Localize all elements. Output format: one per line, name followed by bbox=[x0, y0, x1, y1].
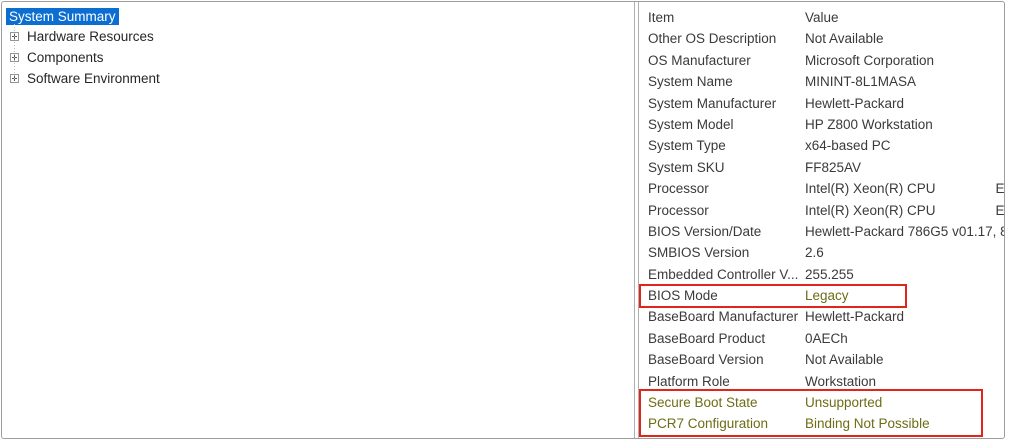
detail-value-cell: Workstation bbox=[805, 373, 877, 389]
detail-item-cell: BaseBoard Product bbox=[648, 330, 766, 346]
category-tree: System Summary Hardware Resources Compon… bbox=[2, 6, 634, 88]
detail-value-cell: Not Available bbox=[805, 31, 884, 47]
tree-item-label: Components bbox=[27, 49, 104, 65]
detail-row[interactable]: SMBIOS Version 2.6 bbox=[639, 242, 1004, 263]
detail-value-cell: 255.255 bbox=[805, 266, 854, 282]
details-rows: Other OS Description Not Available OS Ma… bbox=[639, 28, 1004, 434]
detail-row[interactable]: Embedded Controller V... 255.255 bbox=[639, 264, 1004, 285]
detail-value-cell: MININT-8L1MASA bbox=[805, 74, 917, 90]
detail-item-cell: System Model bbox=[648, 116, 734, 132]
detail-row[interactable]: Secure Boot State Unsupported bbox=[639, 392, 1004, 413]
detail-value-cell: Hewlett-Packard 786G5 v01.17, 8/ bbox=[805, 223, 1004, 239]
detail-value-cell: Not Available bbox=[805, 352, 884, 368]
detail-item-cell: Embedded Controller V... bbox=[648, 266, 799, 282]
detail-value-cell: HP Z800 Workstation bbox=[805, 116, 933, 132]
details-header-row: Item Value bbox=[639, 7, 1004, 28]
tree-item[interactable]: Software Environment bbox=[2, 68, 634, 89]
detail-row[interactable]: BaseBoard Version Not Available bbox=[639, 349, 1004, 370]
column-header-value[interactable]: Value bbox=[805, 10, 839, 25]
detail-value-cell: 2.6 bbox=[805, 245, 824, 261]
detail-value-cell: 0AECh bbox=[805, 330, 848, 346]
detail-item-cell: Other OS Description bbox=[648, 31, 777, 47]
detail-value-cell: FF825AV bbox=[805, 159, 862, 175]
detail-row[interactable]: System Type x64-based PC bbox=[639, 135, 1004, 156]
detail-row[interactable]: System Model HP Z800 Workstation bbox=[639, 114, 1004, 135]
detail-item-cell: System Name bbox=[648, 74, 733, 90]
detail-row[interactable]: Processor Intel(R) Xeon(R) CPU E5506 bbox=[639, 178, 1004, 199]
detail-row[interactable]: Platform Role Workstation bbox=[639, 371, 1004, 392]
detail-row[interactable]: System Name MININT-8L1MASA bbox=[639, 71, 1004, 92]
detail-row[interactable]: Other OS Description Not Available bbox=[639, 28, 1004, 49]
detail-value-cell: Hewlett-Packard bbox=[805, 95, 905, 111]
detail-item-cell: BaseBoard Manufacturer bbox=[648, 309, 799, 325]
category-tree-panel: System Summary Hardware Resources Compon… bbox=[2, 2, 635, 438]
tree-item[interactable]: Hardware Resources bbox=[2, 27, 634, 48]
detail-item-cell: Processor bbox=[648, 202, 709, 218]
details-panel: Item Value Other OS Description Not Avai… bbox=[638, 2, 1004, 438]
detail-value-cell: Intel(R) Xeon(R) CPU E5506 bbox=[805, 202, 1004, 218]
detail-value-cell: Microsoft Corporation bbox=[805, 52, 935, 68]
detail-value-cell: Hewlett-Packard bbox=[805, 309, 905, 325]
tree-item-label: System Summary bbox=[6, 7, 119, 25]
detail-item-cell: BIOS Mode bbox=[648, 288, 718, 304]
detail-row[interactable]: Processor Intel(R) Xeon(R) CPU E5506 bbox=[639, 200, 1004, 221]
tree-item-label: Software Environment bbox=[27, 70, 160, 86]
detail-value-cell: Binding Not Possible bbox=[805, 416, 930, 432]
detail-item-cell: Processor bbox=[648, 181, 709, 197]
detail-value-cell: Legacy bbox=[805, 288, 849, 304]
tree-connector-line bbox=[14, 24, 15, 80]
detail-value-cell: Unsupported bbox=[805, 395, 883, 411]
detail-row[interactable]: BIOS Mode Legacy bbox=[639, 285, 1004, 306]
detail-item-cell: System SKU bbox=[648, 159, 725, 175]
tree-item[interactable]: System Summary bbox=[2, 6, 634, 27]
detail-item-cell: Platform Role bbox=[648, 373, 730, 389]
detail-item-cell: System Manufacturer bbox=[648, 95, 777, 111]
detail-item-cell: PCR7 Configuration bbox=[648, 416, 769, 432]
detail-item-cell: BaseBoard Version bbox=[648, 352, 764, 368]
detail-value-cell: x64-based PC bbox=[805, 138, 891, 154]
detail-row[interactable]: System Manufacturer Hewlett-Packard bbox=[639, 93, 1004, 114]
detail-row[interactable]: BaseBoard Product 0AECh bbox=[639, 328, 1004, 349]
detail-value-cell: Intel(R) Xeon(R) CPU E5506 bbox=[805, 181, 1004, 197]
tree-item[interactable]: Components bbox=[2, 47, 634, 68]
detail-row[interactable]: BIOS Version/Date Hewlett-Packard 786G5 … bbox=[639, 221, 1004, 242]
detail-item-cell: OS Manufacturer bbox=[648, 52, 751, 68]
detail-row[interactable]: BaseBoard Manufacturer Hewlett-Packard bbox=[639, 306, 1004, 327]
detail-item-cell: System Type bbox=[648, 138, 726, 154]
detail-row[interactable]: OS Manufacturer Microsoft Corporation bbox=[639, 50, 1004, 71]
detail-row[interactable]: System SKU FF825AV bbox=[639, 157, 1004, 178]
detail-row[interactable]: PCR7 Configuration Binding Not Possible bbox=[639, 413, 1004, 434]
tree-item-label: Hardware Resources bbox=[27, 29, 154, 45]
detail-item-cell: SMBIOS Version bbox=[648, 245, 750, 261]
detail-item-cell: Secure Boot State bbox=[648, 395, 758, 411]
column-header-item[interactable]: Item bbox=[648, 10, 675, 25]
detail-item-cell: BIOS Version/Date bbox=[648, 223, 762, 239]
